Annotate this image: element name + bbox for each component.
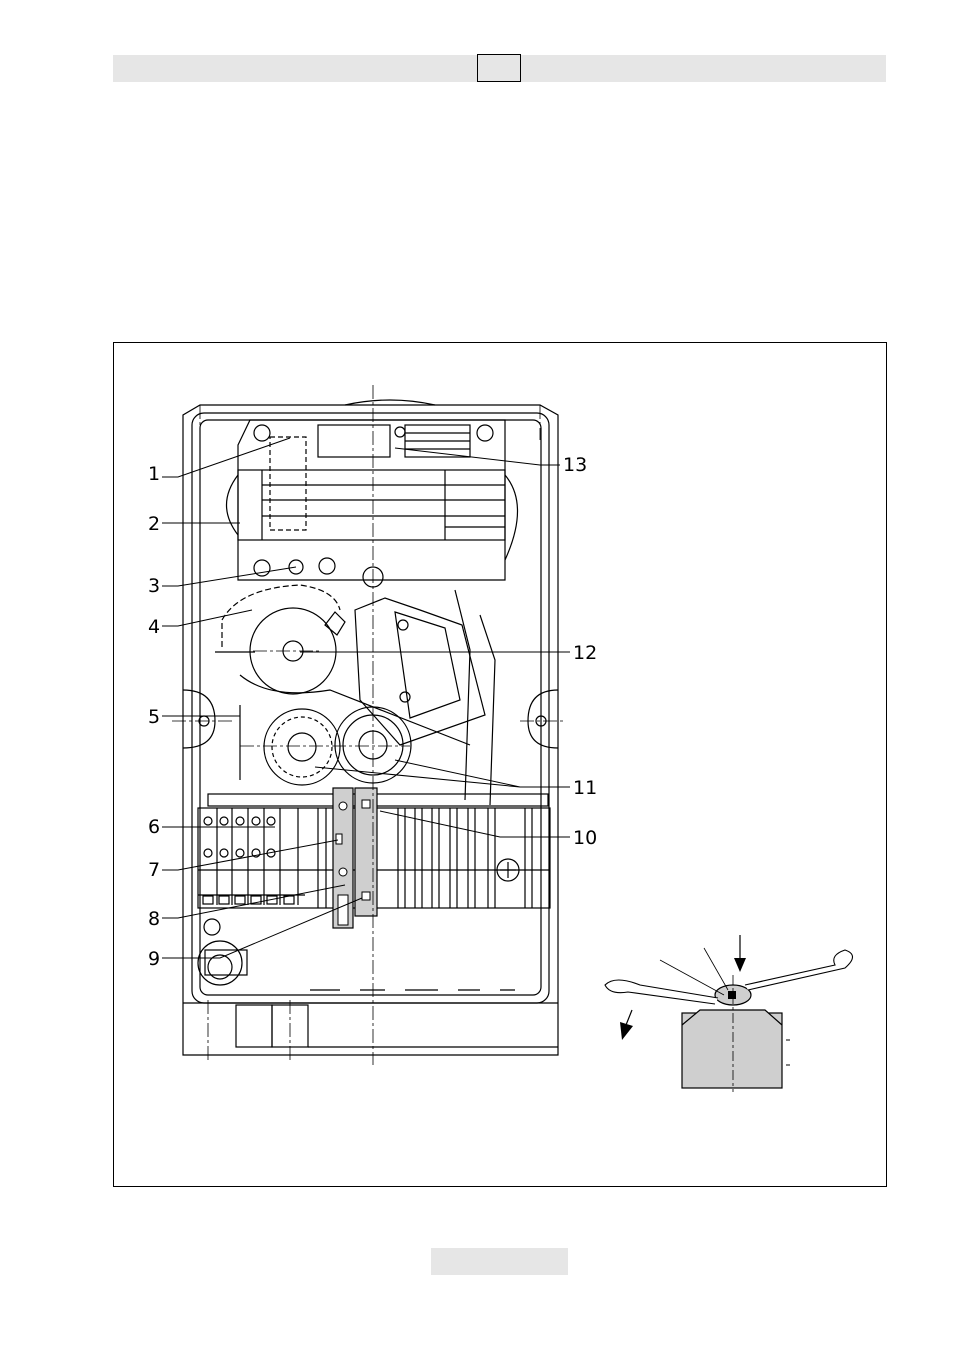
- callout-12: 12: [573, 642, 597, 664]
- top-bump: [345, 400, 435, 405]
- callout-10: 10: [573, 827, 597, 849]
- display-window: [318, 425, 390, 457]
- callout-8: 8: [148, 908, 160, 930]
- actuator-detail: [605, 935, 853, 1092]
- housing-outer: [183, 405, 558, 1055]
- callout-6: 6: [148, 816, 160, 838]
- callout-13: 13: [563, 454, 587, 476]
- callout-11: 11: [573, 777, 597, 799]
- callout-7: 7: [148, 859, 160, 881]
- callout-2: 2: [148, 513, 160, 535]
- callout-1: 1: [148, 463, 160, 485]
- callout-9: 9: [148, 948, 160, 970]
- cam-disk: [222, 585, 340, 647]
- terminal-rail: [208, 794, 548, 806]
- cable-gland-left: [236, 1005, 272, 1047]
- callout-4: 4: [148, 616, 160, 638]
- callout-5: 5: [148, 706, 160, 728]
- gear-left: [264, 709, 340, 785]
- callout-3: 3: [148, 575, 160, 597]
